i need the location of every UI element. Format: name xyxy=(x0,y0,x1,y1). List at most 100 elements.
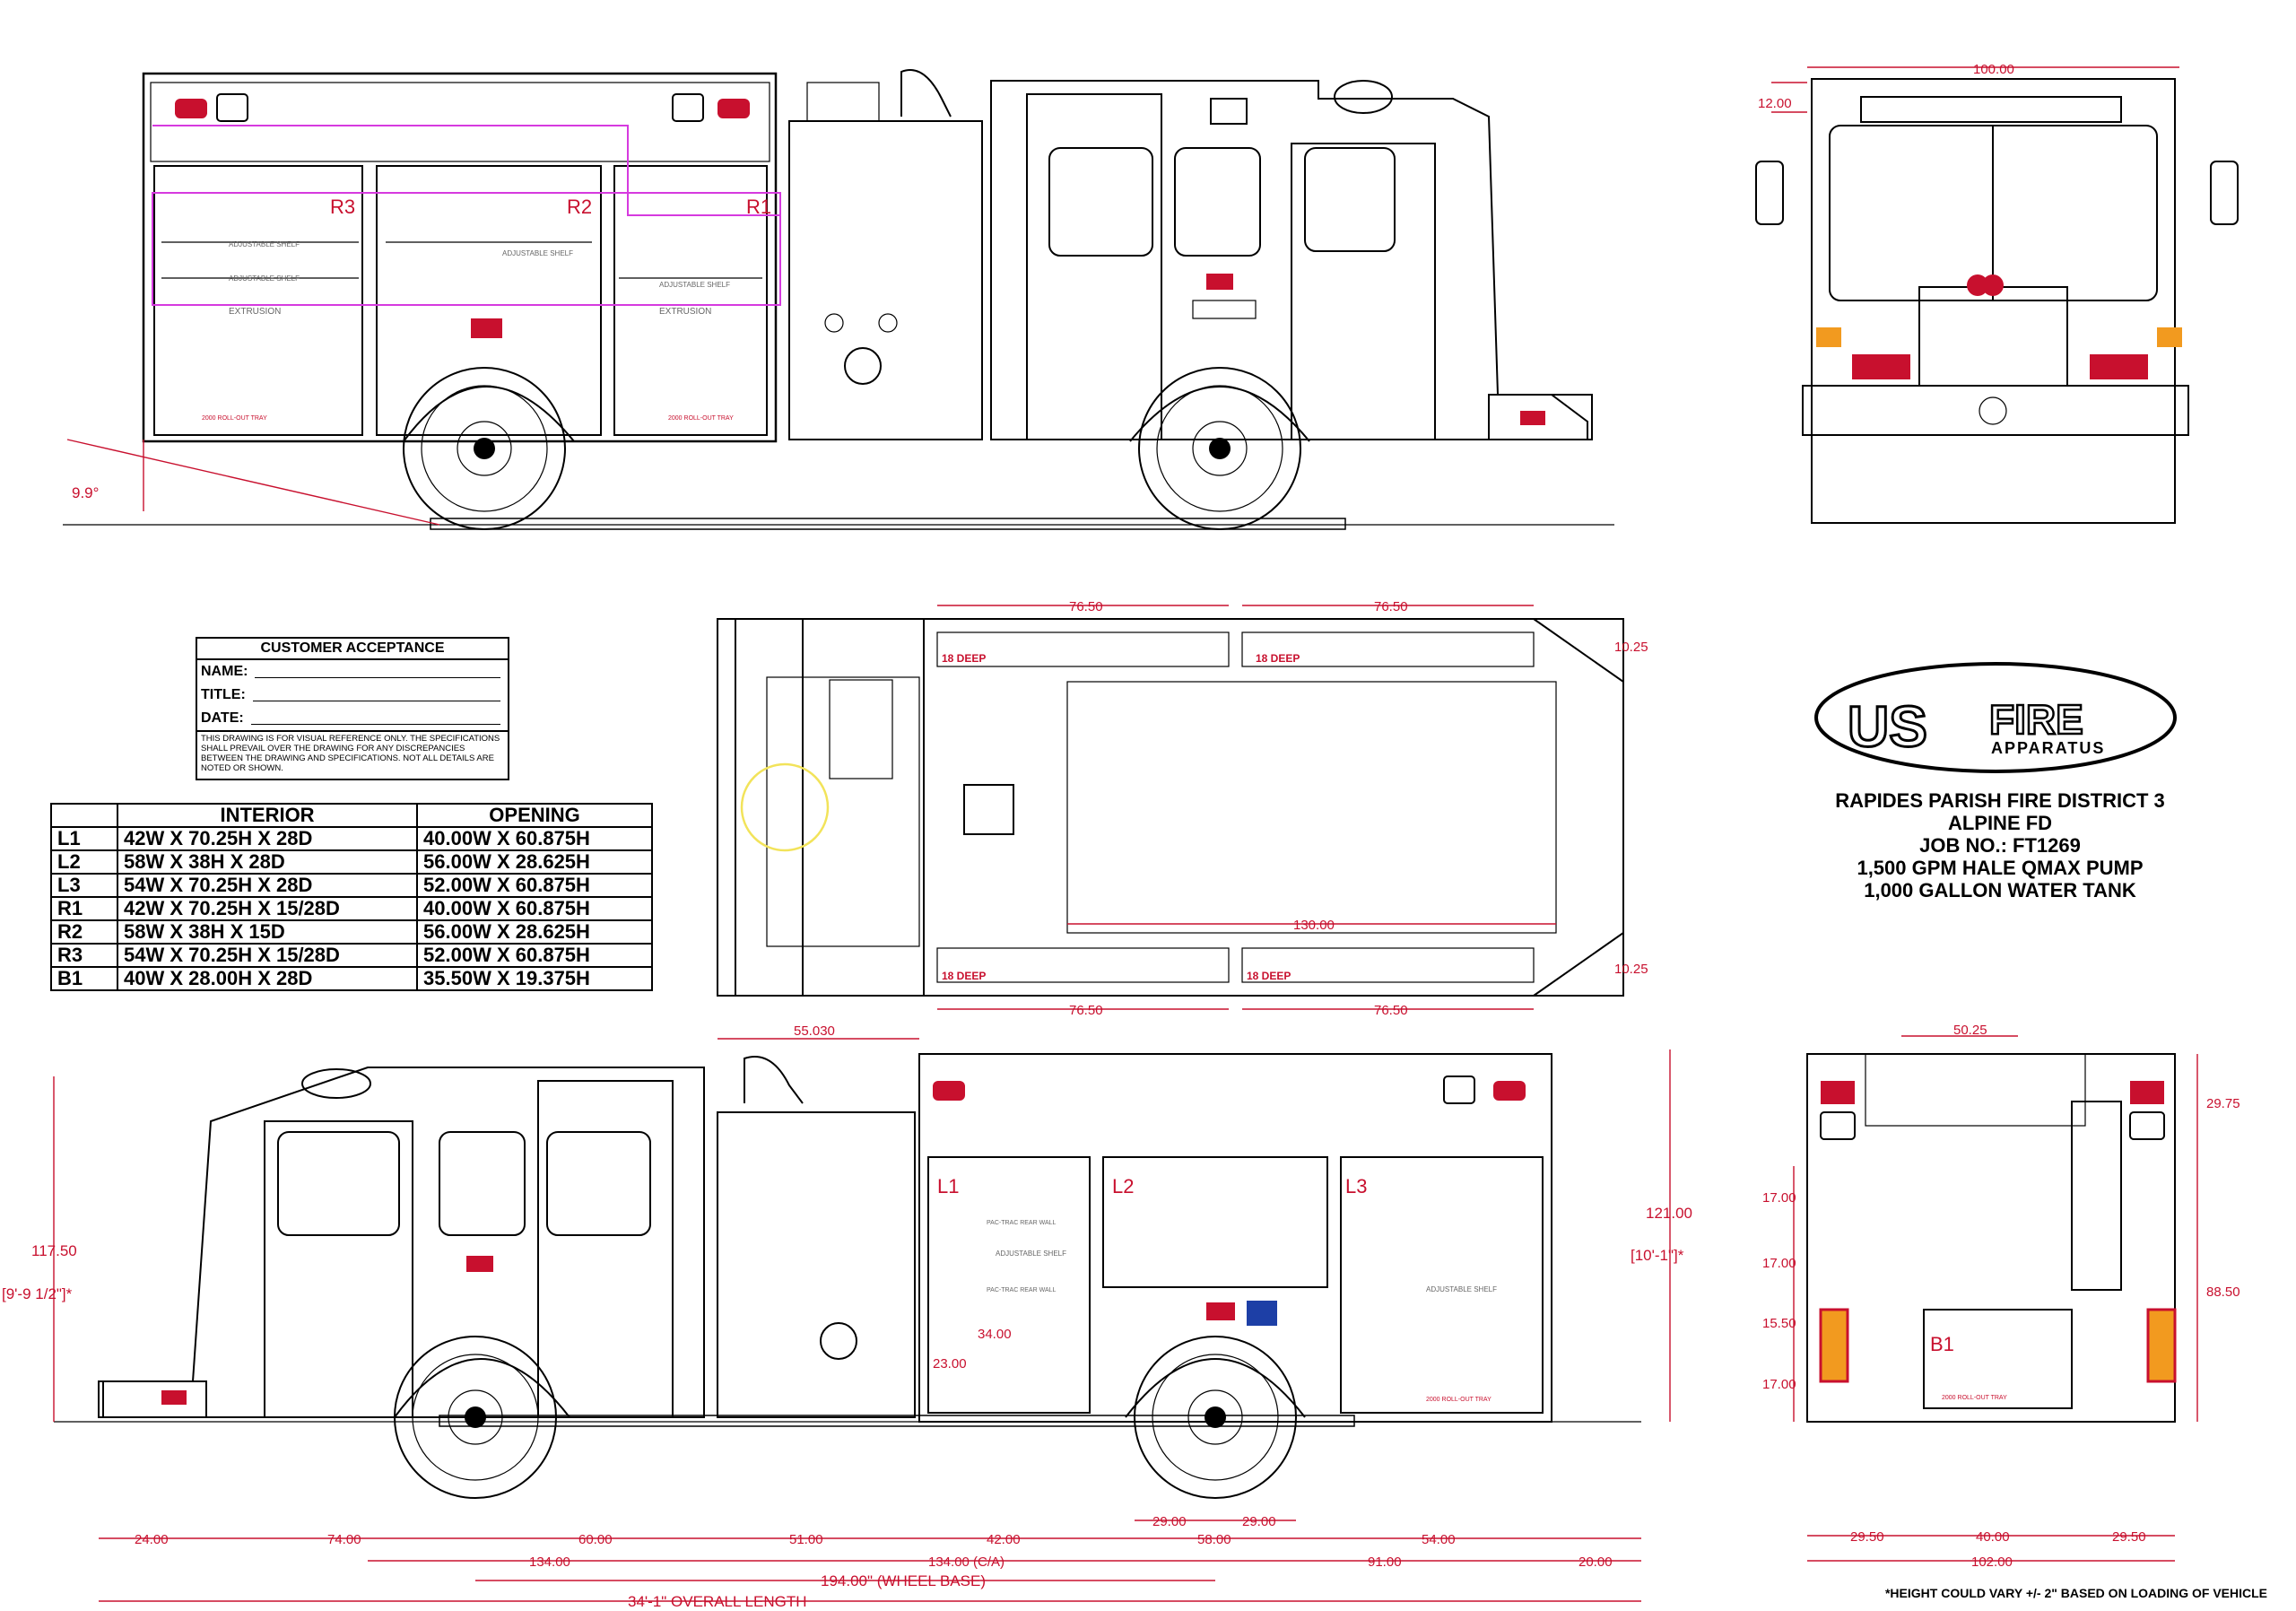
name-blank[interactable] xyxy=(255,660,500,678)
cab-outline xyxy=(990,80,1588,440)
pump-panel xyxy=(717,1111,916,1418)
cab-rear-door xyxy=(1026,93,1162,440)
svg-text:18 DEEP: 18 DEEP xyxy=(1256,652,1300,665)
svg-text:51.00: 51.00 xyxy=(789,1532,823,1547)
compartment-r3-door xyxy=(153,165,363,436)
svg-text:134.00 (C/A): 134.00 (C/A) xyxy=(928,1554,1004,1570)
svg-text:EXTRUSION: EXTRUSION xyxy=(659,307,711,317)
svg-text:US: US xyxy=(1848,694,1927,759)
svg-text:ADJUSTABLE SHELF: ADJUSTABLE SHELF xyxy=(1426,1285,1497,1293)
extrusion-label-r3: EXTRUSION xyxy=(229,307,281,317)
compartment-l2-door xyxy=(1102,1156,1328,1288)
svg-text:60.00: 60.00 xyxy=(578,1532,613,1547)
svg-text:ADJUSTABLE SHELF: ADJUSTABLE SHELF xyxy=(502,249,573,257)
compartment-b1-door xyxy=(1923,1309,2073,1409)
front-width-dim: 100.00 xyxy=(1973,62,2014,77)
svg-text:58.00: 58.00 xyxy=(1197,1532,1231,1547)
cab-window-2 xyxy=(1174,147,1261,257)
svg-text:18 DEEP: 18 DEEP xyxy=(942,652,986,665)
department-name: ALPINE FD xyxy=(1947,812,2053,834)
svg-text:29.50: 29.50 xyxy=(2112,1529,2146,1545)
wheelbase-dim: 194.00" (WHEEL BASE) xyxy=(821,1572,986,1589)
svg-text:10.25: 10.25 xyxy=(1614,962,1648,977)
acceptance-name-row: NAME: xyxy=(197,660,508,684)
tank-spec: 1,000 GALLON WATER TANK xyxy=(1864,879,2136,901)
svg-text:L2: L2 xyxy=(1112,1175,1134,1197)
svg-text:29.75: 29.75 xyxy=(2206,1096,2240,1111)
cab-top xyxy=(717,618,804,997)
label-r2: R2 xyxy=(567,196,592,218)
svg-text:34.00: 34.00 xyxy=(978,1327,1012,1342)
lightbar-height-dim: 12.00 xyxy=(1758,96,1792,111)
svg-text:29.00: 29.00 xyxy=(1152,1514,1187,1529)
rear-wheel-well xyxy=(403,386,575,442)
grille xyxy=(1918,286,2068,387)
mirror-left xyxy=(1755,161,1784,225)
svg-text:15.50: 15.50 xyxy=(1762,1316,1796,1331)
scene-light xyxy=(216,93,248,122)
acceptance-date-row: DATE: xyxy=(197,707,508,730)
svg-text:2000 ROLL-OUT TRAY: 2000 ROLL-OUT TRAY xyxy=(202,415,267,422)
svg-text:29.00: 29.00 xyxy=(1242,1514,1276,1529)
compartment-r2-door xyxy=(376,165,602,436)
front-wheel xyxy=(1138,367,1301,530)
left-side-view: L1 L2 L3 PAC-TRAC REAR WALL PAC-TRAC REA… xyxy=(2,1023,1692,1610)
compartment-r1-door xyxy=(613,165,768,436)
ground-slab xyxy=(430,518,1346,530)
tail-light-left xyxy=(1819,1308,1849,1383)
customer-name: RAPIDES PARISH FIRE DISTRICT 3 xyxy=(1835,789,2165,812)
cab-front-door xyxy=(264,1120,413,1418)
table-header: INTERIOR OPENING xyxy=(50,803,653,828)
cab-front-door xyxy=(1291,143,1436,440)
job-number: JOB NO.: FT1269 xyxy=(1919,834,2081,857)
svg-text:23.00: 23.00 xyxy=(933,1356,967,1372)
rear-body xyxy=(1806,1053,2176,1423)
us-fire-apparatus-logo: US FIRE APPARATUS xyxy=(1814,662,2177,773)
customer-acceptance-box: CUSTOMER ACCEPTANCE NAME: TITLE: DATE: T… xyxy=(196,637,509,780)
label-r1: R1 xyxy=(746,196,771,218)
departure-angle-line xyxy=(66,439,440,526)
pump-gauge xyxy=(844,347,882,385)
svg-text:134.00: 134.00 xyxy=(529,1554,570,1570)
svg-text:76.50: 76.50 xyxy=(1069,1003,1103,1018)
svg-text:2000 ROLL-OUT TRAY: 2000 ROLL-OUT TRAY xyxy=(1426,1397,1492,1403)
svg-text:88.50: 88.50 xyxy=(2206,1284,2240,1300)
svg-text:40.00: 40.00 xyxy=(1976,1529,2010,1545)
pump-panel xyxy=(788,120,983,440)
nozzle-highlight xyxy=(740,762,830,852)
svg-text:2000 ROLL-OUT TRAY: 2000 ROLL-OUT TRAY xyxy=(668,415,734,422)
title-blank[interactable] xyxy=(252,684,500,701)
date-blank[interactable] xyxy=(250,707,500,725)
svg-text:ADJUSTABLE SHELF: ADJUSTABLE SHELF xyxy=(996,1250,1066,1258)
svg-text:18 DEEP: 18 DEEP xyxy=(942,970,986,982)
shelf-label-r3: ADJUSTABLE SHELF xyxy=(229,240,300,248)
front-bumper xyxy=(1488,394,1593,440)
svg-text:ADJUSTABLE SHELF: ADJUSTABLE SHELF xyxy=(229,274,300,283)
cab-window-3 xyxy=(1304,147,1396,252)
svg-text:PAC-TRAC REAR WALL: PAC-TRAC REAR WALL xyxy=(987,1287,1057,1293)
acceptance-title: CUSTOMER ACCEPTANCE xyxy=(197,639,508,660)
svg-text:91.00: 91.00 xyxy=(1368,1554,1402,1570)
front-body xyxy=(1811,78,2176,524)
cab-outline xyxy=(98,1067,705,1418)
body-outline xyxy=(918,1053,1552,1423)
body-height-ft: [10'-1"]* xyxy=(1631,1247,1684,1264)
height-footnote: *HEIGHT COULD VARY +/- 2" BASED ON LOADI… xyxy=(1884,1586,2268,1600)
svg-text:ADJUSTABLE SHELF: ADJUSTABLE SHELF xyxy=(659,281,730,289)
compartment-l3-door xyxy=(1340,1156,1544,1414)
label-r3: R3 xyxy=(330,196,355,218)
svg-text:29.50: 29.50 xyxy=(1850,1529,1884,1545)
overall-height-dim: 117.50 xyxy=(31,1242,77,1259)
pump-spec: 1,500 GPM HALE QMAX PUMP xyxy=(1857,857,2144,879)
acceptance-title-row: TITLE: xyxy=(197,684,508,707)
top-dim: 55.030 xyxy=(794,1023,835,1039)
svg-text:2000 ROLL-OUT TRAY: 2000 ROLL-OUT TRAY xyxy=(1942,1395,2007,1401)
body-height-dim: 121.00 xyxy=(1646,1205,1692,1222)
side-reflector xyxy=(471,318,502,338)
